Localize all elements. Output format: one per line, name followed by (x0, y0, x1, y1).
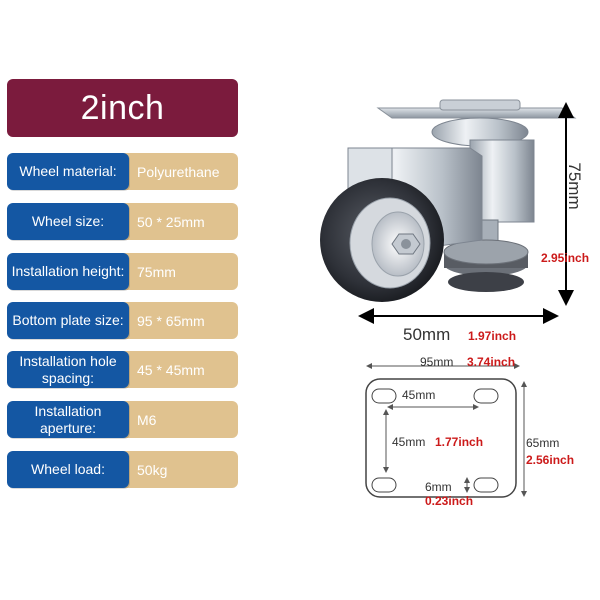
spec-label: Installation aperture: (7, 401, 129, 438)
bottom-plate-diagram: 95mm 3.74inch 45mm 45mm 1.77inch 65mm 2.… (365, 355, 574, 508)
caster-wheel-image (320, 99, 577, 302)
spec-label: Wheel size: (7, 203, 129, 240)
spec-row-installation-hole-spacing: Installation hole spacing: 45 * 45mm (7, 351, 238, 388)
hole-diameter-inch-label: 0.23inch (425, 494, 473, 508)
spec-value: 50 * 25mm (115, 203, 238, 240)
spec-label: Installation hole spacing: (7, 351, 129, 388)
hole-diameter-mm-label: 6mm (425, 480, 452, 494)
spec-row-installation-height: Installation height: 75mm (7, 253, 238, 290)
height-mm-label: 75mm (565, 162, 584, 209)
spec-row-bottom-plate-size: Bottom plate size: 95 * 65mm (7, 302, 238, 339)
plate-width-mm-label: 95mm (420, 355, 453, 369)
mount-hole (371, 388, 397, 404)
mount-hole (473, 477, 499, 493)
plate-height-inch-label: 2.56inch (526, 453, 574, 467)
spec-label: Wheel load: (7, 451, 129, 488)
width-inch-label: 1.97inch (468, 329, 516, 343)
spec-value: 45 * 45mm (115, 351, 238, 388)
mount-hole (473, 388, 499, 404)
spec-value: M6 (115, 401, 238, 438)
hole-spacing-h-label: 45mm (402, 388, 435, 402)
hole-spacing-v-mm-label: 45mm (392, 435, 425, 449)
height-inch-label: 2.95inch (541, 251, 589, 265)
mount-hole (371, 477, 397, 493)
plate-height-mm-label: 65mm (526, 436, 559, 450)
plate-width-inch-label: 3.74inch (467, 355, 515, 369)
spec-value: Polyurethane (115, 153, 238, 190)
spec-value: 75mm (115, 253, 238, 290)
spec-row-wheel-size: Wheel size: 50 * 25mm (7, 203, 238, 240)
spec-row-wheel-material: Wheel material: Polyurethane (7, 153, 238, 190)
spec-label: Bottom plate size: (7, 302, 129, 339)
spec-value: 50kg (115, 451, 238, 488)
spec-label: Wheel material: (7, 153, 129, 190)
width-mm-label: 50mm (403, 325, 450, 344)
hole-spacing-v-inch-label: 1.77inch (435, 435, 483, 449)
size-title: 2inch (7, 79, 238, 137)
spec-label: Installation height: (7, 253, 129, 290)
spec-row-wheel-load: Wheel load: 50kg (7, 451, 238, 488)
spec-row-installation-aperture: Installation aperture: M6 (7, 401, 238, 438)
spec-value: 95 * 65mm (115, 302, 238, 339)
